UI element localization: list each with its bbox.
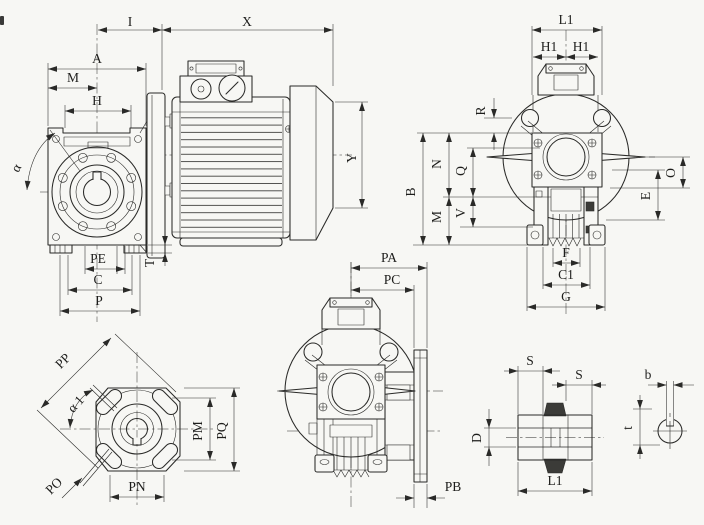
dim-label-b-key: b xyxy=(645,367,652,382)
dim-label-i: I xyxy=(128,14,133,29)
cable-gland xyxy=(190,78,212,100)
output-flange-plate xyxy=(413,349,428,483)
dim-label-q: Q xyxy=(453,166,468,176)
dim-label-o: O xyxy=(663,168,678,178)
dim-label-b: B xyxy=(403,187,418,196)
side-assembly-view: α I X A M H PE C P T Y xyxy=(8,14,368,322)
dim-label-d: D xyxy=(469,433,484,443)
dim-label-g: G xyxy=(561,289,571,304)
dim-label-y: Y xyxy=(344,153,359,163)
dim-label-f: F xyxy=(562,245,570,260)
dim-label-e: E xyxy=(638,192,653,200)
hollow-output-bore-2 xyxy=(331,372,371,412)
dim-label-h: H xyxy=(92,93,102,108)
dim-label-x: X xyxy=(242,14,252,29)
dim-label-c: C xyxy=(93,272,102,287)
keyway-detail-view: b t xyxy=(620,367,694,459)
fan-cover xyxy=(289,85,334,241)
dim-label-r: R xyxy=(473,106,488,115)
hollow-output-bore xyxy=(546,137,586,177)
dim-label-t-key: t xyxy=(620,426,635,430)
dim-label-m2: M xyxy=(429,211,444,223)
dim-label-pa: PA xyxy=(381,250,397,265)
dim-label-s-right: S xyxy=(575,367,583,382)
motor-cooling-fins xyxy=(181,112,282,232)
dim-label-pq: PQ xyxy=(214,422,229,440)
front-view: L1 H1 H1 R B N M Q V O E F C1 G xyxy=(403,12,690,315)
dim-label-s-left: S xyxy=(526,353,534,368)
dim-label-h1-left: H1 xyxy=(541,39,558,54)
output-flange-side-view: PA PC PB xyxy=(277,250,461,508)
dim-label-pb: PB xyxy=(445,479,462,494)
dim-label-l1-shaft: L1 xyxy=(548,473,563,488)
dim-label-l1: L1 xyxy=(559,12,574,27)
dim-label-a: A xyxy=(92,51,102,66)
dim-label-pe: PE xyxy=(90,251,106,266)
dim-label-h1-right: H1 xyxy=(573,39,590,54)
dim-label-pc: PC xyxy=(384,272,401,287)
dim-label-t: T xyxy=(142,258,157,267)
dim-label-n: N xyxy=(429,159,444,169)
dim-label-pn: PN xyxy=(128,479,146,494)
hollow-shaft-section-view: S S D L1 xyxy=(469,353,606,496)
dim-label-pm: PM xyxy=(190,421,205,441)
dim-label-m: M xyxy=(67,70,79,85)
dim-label-c1: C1 xyxy=(558,267,574,282)
dim-label-p: P xyxy=(95,293,103,308)
square-flange-view: PP α 1 PO PM PQ PN xyxy=(36,333,240,505)
dim-label-v: V xyxy=(453,208,468,218)
scan-artifact-mark xyxy=(0,16,4,25)
